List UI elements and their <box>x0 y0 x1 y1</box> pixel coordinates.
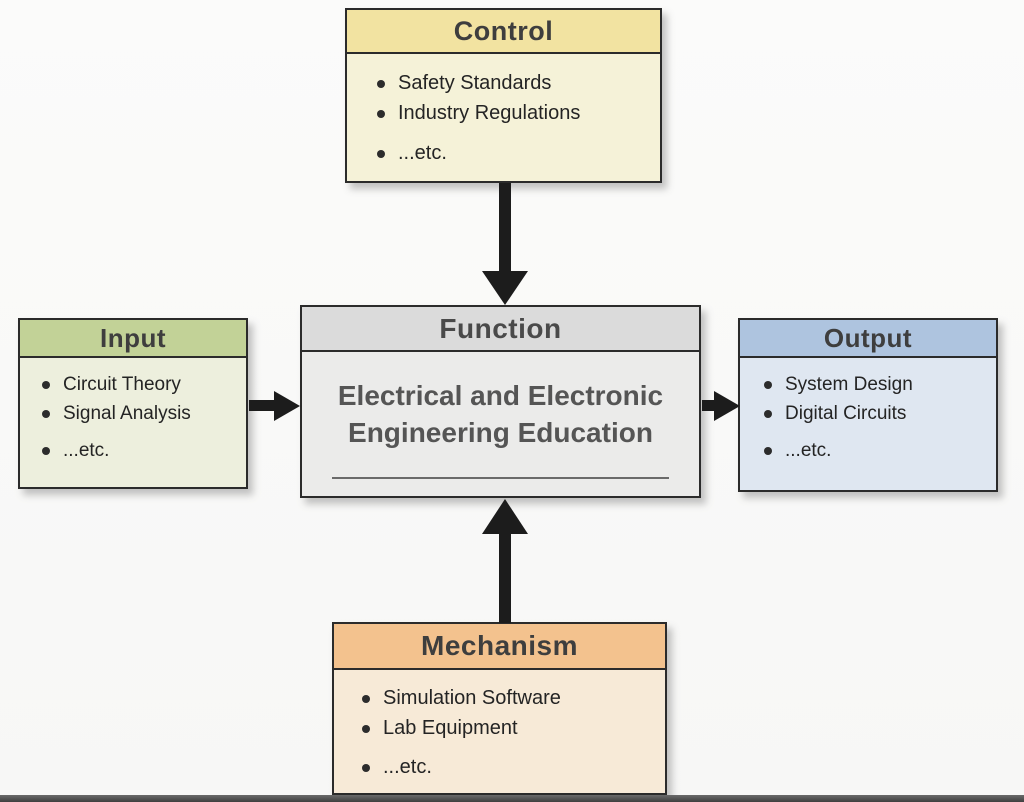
output-box: Output System Design Digital Circuits ..… <box>738 318 998 492</box>
bullet-icon <box>764 410 772 418</box>
bullet-icon <box>362 763 370 772</box>
input-box-title: Input <box>99 322 167 353</box>
bullet-icon <box>362 694 370 703</box>
mechanism-item-list: Simulation Software Lab Equipment ...etc… <box>362 687 665 779</box>
control-box-body: Safety Standards Industry Regulations ..… <box>347 54 660 181</box>
control-item-list: Safety Standards Industry Regulations ..… <box>377 72 660 165</box>
list-item: Signal Analysis <box>42 403 246 425</box>
input-box-body: Circuit Theory Signal Analysis ...etc. <box>20 358 246 487</box>
list-item-label: ...etc. <box>383 756 432 778</box>
list-item: ...etc. <box>362 756 665 779</box>
arrow-shaft <box>499 533 511 623</box>
control-box-title: Control <box>453 15 554 46</box>
input-box-header: Input <box>20 320 246 358</box>
arrow-right-icon <box>714 391 740 421</box>
page-bottom-edge <box>0 795 1024 802</box>
control-box: Control Safety Standards Industry Regula… <box>345 8 662 183</box>
arrow-shaft <box>499 183 511 272</box>
mechanism-box-body: Simulation Software Lab Equipment ...etc… <box>334 670 665 793</box>
list-item: Simulation Software <box>362 687 665 710</box>
list-item-label: ...etc. <box>398 142 447 164</box>
arrow-right-icon <box>274 391 300 421</box>
list-item-label: ...etc. <box>785 440 832 461</box>
function-box-body: Electrical and Electronic Engineering Ed… <box>302 352 699 496</box>
mechanism-box-header: Mechanism <box>334 624 665 670</box>
list-item-label: Industry Regulations <box>398 102 581 124</box>
function-underline <box>332 477 669 479</box>
arrow-shaft <box>702 400 715 411</box>
bullet-icon <box>362 724 370 733</box>
list-item-label: Safety Standards <box>398 72 552 94</box>
list-item-label: ...etc. <box>63 440 110 461</box>
arrow-up-icon <box>482 499 528 534</box>
list-item-label: Circuit Theory <box>63 374 181 395</box>
function-description: Electrical and Electronic Engineering Ed… <box>337 380 664 448</box>
mechanism-box: Mechanism Simulation Software Lab Equipm… <box>332 622 667 795</box>
bullet-icon <box>42 447 50 455</box>
output-box-title: Output <box>823 322 913 353</box>
bullet-icon <box>42 381 50 389</box>
function-box-header: Function <box>302 307 699 352</box>
bullet-icon <box>377 149 385 158</box>
input-item-list: Circuit Theory Signal Analysis ...etc. <box>42 374 246 462</box>
list-item-label: Lab Equipment <box>383 717 518 739</box>
list-item-label: Digital Circuits <box>785 403 907 424</box>
list-item: Industry Regulations <box>377 102 660 125</box>
mechanism-box-title: Mechanism <box>421 630 578 661</box>
list-item: Circuit Theory <box>42 374 246 396</box>
bullet-icon <box>764 447 772 455</box>
function-box-title: Function <box>439 312 562 344</box>
list-item: ...etc. <box>377 142 660 165</box>
list-item-label: System Design <box>785 374 913 395</box>
list-item-label: Simulation Software <box>383 687 561 709</box>
list-item: System Design <box>764 374 996 396</box>
input-box: Input Circuit Theory Signal Analysis ...… <box>18 318 248 489</box>
list-item-label: Signal Analysis <box>63 403 191 424</box>
list-item: Lab Equipment <box>362 717 665 740</box>
bullet-icon <box>764 381 772 389</box>
output-box-body: System Design Digital Circuits ...etc. <box>740 358 996 490</box>
list-item: Safety Standards <box>377 72 660 95</box>
bullet-icon <box>42 410 50 418</box>
bullet-icon <box>377 79 385 88</box>
output-item-list: System Design Digital Circuits ...etc. <box>764 374 996 462</box>
control-box-header: Control <box>347 10 660 54</box>
list-item: Digital Circuits <box>764 403 996 425</box>
list-item: ...etc. <box>42 440 246 462</box>
function-box: Function Electrical and Electronic Engin… <box>300 305 701 498</box>
arrow-shaft <box>249 400 275 411</box>
arrow-down-icon <box>482 271 528 305</box>
output-box-header: Output <box>740 320 996 358</box>
list-item: ...etc. <box>764 440 996 462</box>
bullet-icon <box>377 109 385 118</box>
